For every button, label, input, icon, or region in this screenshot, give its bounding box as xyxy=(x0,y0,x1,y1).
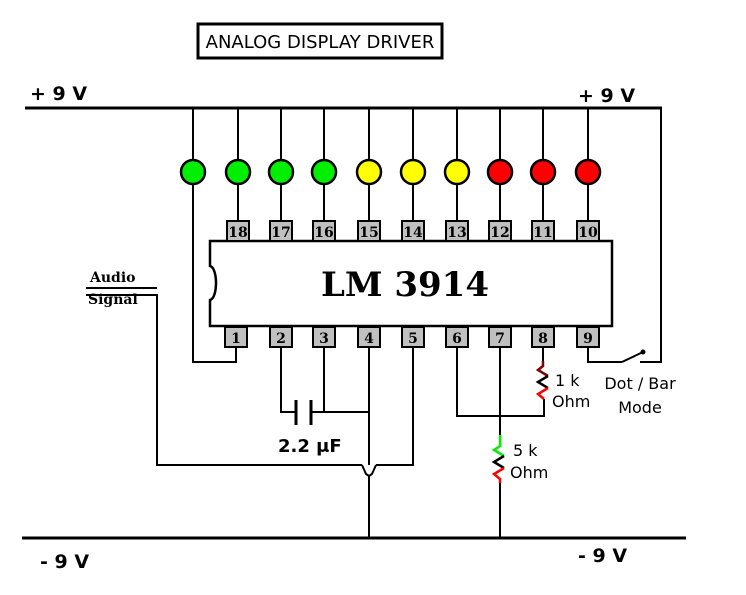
pin-label: 16 xyxy=(314,225,333,241)
pin-label: 8 xyxy=(538,331,548,347)
pin-5: 5 xyxy=(401,326,425,348)
resistor-1k-icon xyxy=(535,361,549,400)
pin-10: 10 xyxy=(576,220,600,242)
pin-17: 17 xyxy=(269,220,293,242)
pin-label: 7 xyxy=(495,331,505,347)
positive-rail-label-right: + 9 V xyxy=(578,85,635,107)
pin-label: 12 xyxy=(490,225,509,241)
pin-label: 13 xyxy=(447,225,466,241)
pin-label: 9 xyxy=(583,331,593,347)
diagram-title: ANALOG DISPLAY DRIVER xyxy=(206,32,435,53)
pin-2: 2 xyxy=(269,326,293,348)
pins-bottom: 1 2 3 4 5 6 7 8 9 xyxy=(224,326,600,348)
pin-label: 11 xyxy=(533,225,552,241)
pins-top: 18 17 16 15 14 13 12 11 10 xyxy=(226,220,600,242)
pin-label: 2 xyxy=(276,331,286,347)
pin-label: 6 xyxy=(452,331,462,347)
pin-3: 3 xyxy=(312,326,336,348)
resistor-1k-value: 1 k xyxy=(555,371,580,390)
switch-label-line2: Mode xyxy=(618,398,662,417)
pin-18: 18 xyxy=(226,220,250,242)
pin-label: 5 xyxy=(408,331,418,347)
led-green-icon xyxy=(267,158,295,186)
pin-12: 12 xyxy=(488,220,512,242)
pin-14: 14 xyxy=(401,220,425,242)
resistor-5k-icon xyxy=(491,435,505,483)
audio-signal-label-line1: Audio xyxy=(89,270,136,286)
capacitor-icon xyxy=(294,400,313,425)
led-red-icon xyxy=(574,158,602,186)
pin-label: 15 xyxy=(359,225,378,241)
ic-chip: LM 3914 xyxy=(208,239,614,328)
led-green-icon xyxy=(224,158,252,186)
pin-13: 13 xyxy=(445,220,469,242)
pin-16: 16 xyxy=(312,220,336,242)
led-red-icon xyxy=(486,158,514,186)
capacitor-label: 2.2 μF xyxy=(278,436,342,457)
pin-label: 17 xyxy=(271,225,290,241)
resistor-5k-unit: Ohm xyxy=(510,463,548,482)
pin-6: 6 xyxy=(445,326,469,348)
pin-label: 14 xyxy=(403,225,423,241)
led-bar xyxy=(179,158,602,186)
pin-label: 18 xyxy=(228,225,247,241)
resistor-1k-unit: Ohm xyxy=(552,392,590,411)
negative-rail-label-right: - 9 V xyxy=(578,545,627,567)
title-box: ANALOG DISPLAY DRIVER xyxy=(196,22,444,60)
pin-15: 15 xyxy=(357,220,381,242)
positive-rail-label-left: + 9 V xyxy=(30,83,87,105)
pin-7: 7 xyxy=(488,326,512,348)
pin-4: 4 xyxy=(357,326,381,348)
pin-label: 1 xyxy=(231,331,241,347)
pin-9: 9 xyxy=(576,326,600,348)
pin-label: 3 xyxy=(319,331,329,347)
led-yellow-icon xyxy=(443,158,471,186)
ic-label: LM 3914 xyxy=(321,265,489,305)
pin-11: 11 xyxy=(531,220,555,242)
negative-rail-label-left: - 9 V xyxy=(40,551,89,573)
pin-label: 4 xyxy=(364,331,374,347)
switch-contact-icon xyxy=(640,349,646,355)
switch-label-line1: Dot / Bar xyxy=(604,374,676,393)
pin-8: 8 xyxy=(531,326,555,348)
resistor-5k-value: 5 k xyxy=(513,441,538,460)
pin-1: 1 xyxy=(224,326,248,348)
led-red-icon xyxy=(529,158,557,186)
led-yellow-icon xyxy=(399,158,427,186)
led-green-icon xyxy=(310,158,338,186)
led-yellow-icon xyxy=(355,158,383,186)
led-green-icon xyxy=(179,158,207,186)
audio-signal-label-line2: Signal xyxy=(88,292,138,308)
pin-label: 10 xyxy=(578,225,598,241)
